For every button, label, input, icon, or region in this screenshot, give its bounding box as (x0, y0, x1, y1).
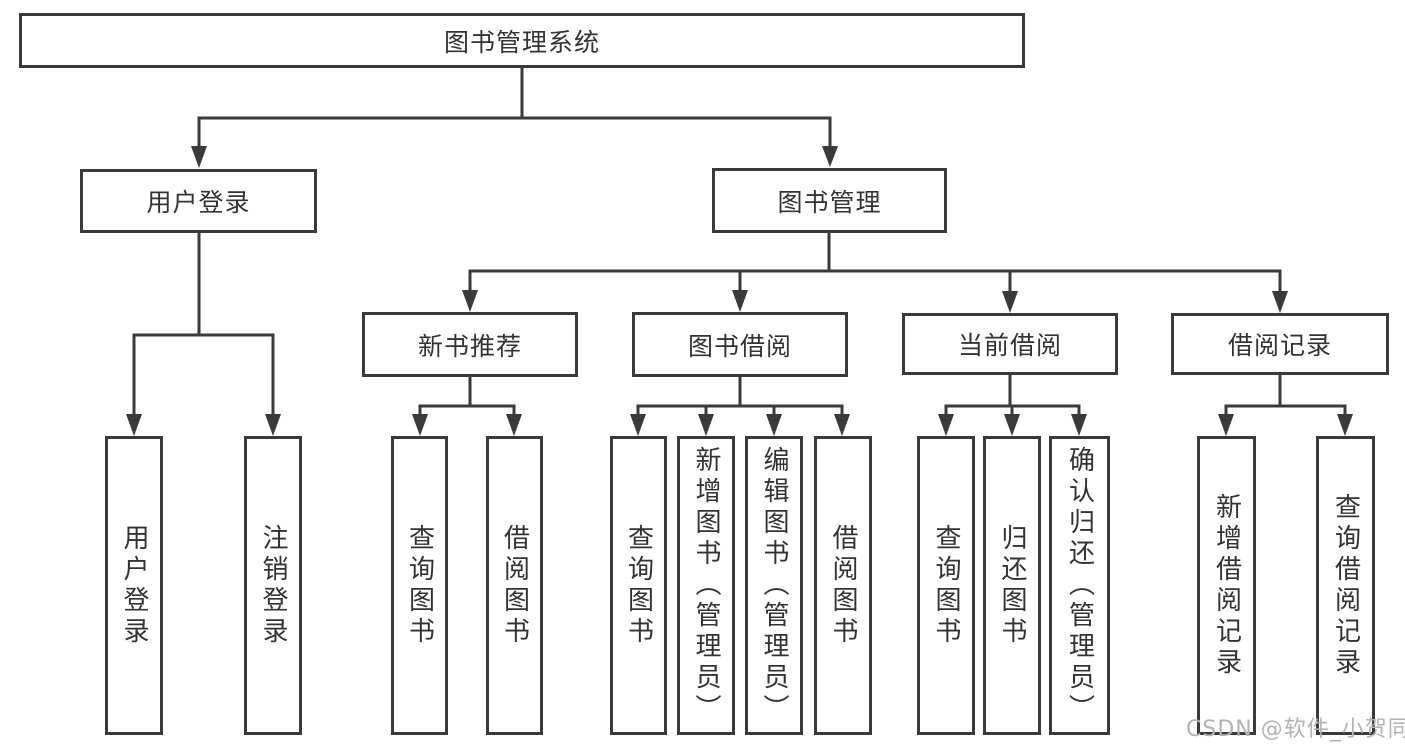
leaf-cb-query-books-label: 查询图书 (931, 523, 961, 648)
node-current-borrow: 当前借阅 (902, 313, 1118, 375)
node-user-login: 用户登录 (80, 169, 317, 233)
leaf-bb-query-books: 查询图书 (610, 436, 667, 735)
leaf-nbr-borrow-books: 借阅图书 (486, 436, 543, 735)
leaf-nbr-borrow-books-label: 借阅图书 (499, 523, 530, 648)
leaf-br-add-borrow-record-label: 新增借阅记录 (1211, 492, 1242, 679)
leaf-cb-confirm-return-admin: 确认归还（管理员） (1049, 436, 1110, 735)
leaf-cb-return-books: 归还图书 (983, 436, 1041, 735)
node-root: 图书管理系统 (19, 13, 1025, 68)
node-book-borrow-label: 图书借阅 (687, 331, 792, 361)
leaf-cb-query-books: 查询图书 (917, 436, 975, 735)
connector-root-to-level1 (191, 68, 838, 168)
connector-borrow-records-children (1218, 375, 1353, 436)
connector-book-borrow-children (630, 377, 850, 436)
connector-book-management-children (462, 233, 1288, 313)
node-book-borrow: 图书借阅 (632, 312, 848, 377)
leaf-cb-confirm-return-admin-label: 确认归还（管理员） (1064, 446, 1095, 725)
leaf-br-query-borrow-record: 查询借阅记录 (1316, 436, 1375, 735)
node-current-borrow-label: 当前借阅 (957, 331, 1062, 360)
csdn-watermark: CSDN @软件_小贺同学 (1186, 717, 1405, 742)
node-book-management-label: 图书管理 (777, 187, 882, 217)
leaf-bb-borrow-books: 借阅图书 (814, 436, 872, 735)
leaf-br-query-borrow-record-label: 查询借阅记录 (1330, 492, 1361, 679)
leaf-bb-query-books-label: 查询图书 (623, 523, 654, 648)
leaf-nbr-query-books: 查询图书 (391, 436, 448, 735)
leaf-bb-edit-books-admin: 编辑图书（管理员） (745, 436, 803, 735)
leaf-nbr-query-books-label: 查询图书 (404, 523, 435, 648)
leaf-bb-add-books-admin-label: 新增图书（管理员） (691, 446, 721, 725)
node-new-book-recommend: 新书推荐 (362, 312, 578, 377)
leaf-bb-borrow-books-label: 借阅图书 (828, 523, 858, 648)
node-root-label: 图书管理系统 (443, 27, 600, 57)
node-borrow-records: 借阅记录 (1171, 313, 1389, 375)
leaf-user-login: 用户登录 (105, 436, 163, 735)
leaf-bb-add-books-admin: 新增图书（管理员） (677, 436, 735, 735)
node-user-login-label: 用户登录 (146, 188, 251, 217)
leaf-br-add-borrow-record: 新增借阅记录 (1197, 436, 1256, 735)
node-book-management: 图书管理 (712, 168, 947, 233)
connector-current-borrow-children (938, 375, 1087, 436)
leaf-logout-login: 注销登录 (244, 436, 302, 735)
node-new-book-recommend-label: 新书推荐 (417, 331, 522, 361)
leaf-cb-return-books-label: 归还图书 (997, 523, 1027, 648)
connector-new-book-recommend-children (412, 377, 522, 436)
leaf-bb-edit-books-admin-label: 编辑图书（管理员） (759, 446, 789, 725)
node-borrow-records-label: 借阅记录 (1227, 331, 1332, 360)
connector-user-login-children (126, 233, 281, 436)
leaf-user-login-label: 用户登录 (119, 523, 149, 648)
leaf-logout-login-label: 注销登录 (258, 523, 288, 648)
